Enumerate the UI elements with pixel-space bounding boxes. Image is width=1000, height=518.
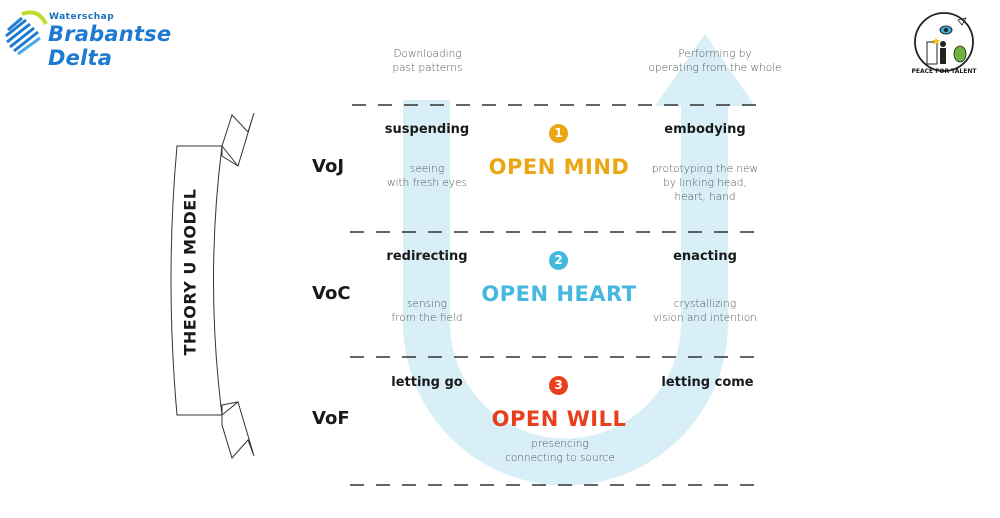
logo-caption: PEACE FOR TALENT: [911, 68, 977, 75]
logo-line2: Brabantse Delta: [48, 22, 172, 70]
left-desc-1-line-2: with fresh eyes: [387, 177, 467, 189]
waterschap-logo: Waterschap Brabantse Delta: [4, 8, 194, 70]
top-right-line-1: Performing by: [678, 48, 752, 60]
u-shape-body: [403, 100, 728, 486]
left-desc-1-line-1: seeing: [409, 163, 445, 175]
right-verb-2: enacting: [673, 249, 737, 264]
peace-for-talent-logo: PEACE FOR TALENT: [908, 8, 980, 80]
level-code-voc: VoC: [312, 283, 351, 304]
left-desc-2-line-1: sensing: [407, 298, 447, 310]
right-desc-1-line-2: by linking head,: [663, 177, 747, 189]
level-code-voj: VoJ: [312, 156, 345, 177]
left-desc-2: sensing from the field: [367, 297, 487, 325]
top-right-line-2: operating from the whole: [648, 62, 782, 74]
u-shape: [403, 34, 755, 486]
right-desc-2: crystallizing vision and intention: [640, 297, 770, 325]
title-open-mind: OPEN MIND: [488, 155, 630, 179]
right-desc-1: prototyping the new by linking head, hea…: [640, 162, 770, 204]
right-verb-1: embodying: [664, 122, 746, 137]
left-verb-3: letting go: [391, 375, 463, 390]
left-desc-2-line-2: from the field: [391, 312, 463, 324]
center-desc-3: presencing connecting to source: [490, 437, 630, 465]
right-desc-1-line-1: prototyping the new: [651, 163, 759, 175]
dividers: [350, 104, 765, 486]
top-left-label: Downloading past patterns: [365, 47, 490, 75]
top-left-line-1: Downloading: [393, 48, 462, 60]
title-open-will: OPEN WILL: [491, 407, 627, 431]
center-desc-3-line-1: presencing: [531, 438, 589, 450]
waves-logo-icon: [5, 10, 48, 56]
banner-label-wrap: THEORY U MODEL: [120, 189, 260, 356]
badge-3: 3: [549, 376, 568, 395]
title-open-heart: OPEN HEART: [481, 282, 637, 306]
center-desc-3-line-2: connecting to source: [505, 452, 615, 464]
arrow-up-icon: [655, 34, 755, 106]
badge-1: 1: [549, 124, 568, 143]
left-desc-1: seeing with fresh eyes: [367, 162, 487, 190]
right-verb-3: letting come: [661, 375, 754, 390]
top-right-label: Performing by operating from the whole: [640, 47, 790, 75]
left-verb-1: suspending: [384, 122, 470, 137]
peace-for-talent-logo-icon: [914, 12, 974, 72]
ribbon-banner-icon: [170, 112, 255, 459]
logo-line1: Waterschap: [49, 12, 115, 22]
right-desc-2-line-1: crystallizing: [673, 298, 737, 310]
left-verb-2: redirecting: [386, 249, 468, 264]
badge-2: 2: [549, 251, 568, 270]
top-left-line-2: past patterns: [392, 62, 463, 74]
level-code-vof: VoF: [312, 408, 350, 429]
right-desc-2-line-2: vision and intention: [653, 312, 757, 324]
banner-label: THEORY U MODEL: [180, 188, 200, 356]
right-desc-1-line-3: heart, hand: [674, 191, 736, 203]
